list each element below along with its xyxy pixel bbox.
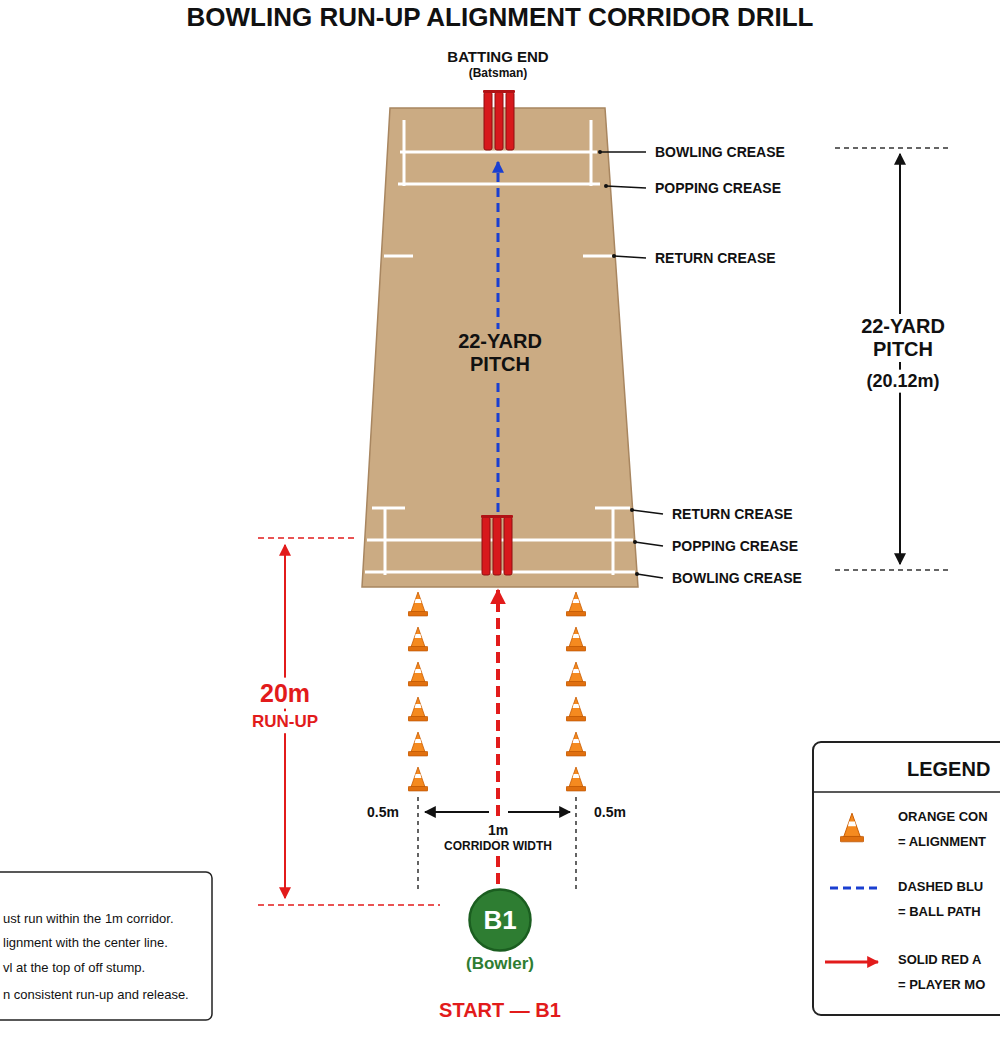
legend-title: LEGEND [907,758,990,781]
leader-dots [598,150,639,576]
legend-text: SOLID RED A = PLAYER MO [898,947,989,997]
crease-label: BOWLING CREASE [672,570,802,586]
leader-lines [600,152,663,578]
note-text: n consistent run-up and release. [3,988,189,1003]
notes-box [0,872,212,1020]
crease-label: RETURN CREASE [672,506,793,522]
crease-label: BOWLING CREASE [655,144,785,160]
alignment-cone [566,767,586,791]
legend-box [813,742,1000,1015]
note-text: vl at the top of off stump. [3,961,145,976]
start-label: START — B1 [439,999,561,1022]
stumps [483,90,515,150]
diagram-title: BOWLING RUN-UP ALIGNMENT CORRIDOR DRILL [187,3,814,33]
dimension-label: 0.5m [594,804,626,820]
end-label: (Batsman) [469,67,528,81]
stumps [481,515,513,575]
alignment-cone [408,697,428,721]
player-role: (Bowler) [466,954,534,974]
alignment-cone [408,662,428,686]
dimension-label: 22-YARD PITCH [839,314,967,362]
dimension-label: (20.12m) [862,370,943,393]
alignment-cone [408,732,428,756]
dimension-label: CORRIDOR WIDTH [440,839,556,855]
alignment-cone [408,627,428,651]
dimension-label: RUN-UP [248,711,322,733]
pitch-surface [362,108,638,587]
alignment-cone [566,662,586,686]
bowler-marker: B1(Bowler) [468,888,532,952]
legend-arrow [825,961,878,964]
note-text: ust run within the 1m corridor. [3,912,174,927]
dimension-label: 0.5m [367,804,399,820]
legend-cone [840,813,864,842]
dimension-label: 1m [484,821,512,839]
bowler-circle-shape [470,890,531,951]
pitch-label: 22-YARD PITCH [431,329,569,377]
alignment-cone [408,592,428,616]
crease-label: POPPING CREASE [655,180,781,196]
dimension-label: 20m [256,678,314,709]
alignment-cone [408,767,428,791]
legend-dashed-line [830,887,882,890]
legend-text: DASHED BLU = BALL PATH [898,874,989,924]
crease-label: POPPING CREASE [672,538,798,554]
alignment-cone [566,627,586,651]
alignment-cone [566,732,586,756]
note-text: lignment with the center line. [3,936,168,951]
crease-markings [365,120,635,575]
crease-label: RETURN CREASE [655,250,776,266]
end-label: BATTING END [447,48,548,65]
legend-text: ORANGE CON = ALIGNMENT [898,804,989,854]
player-id: B1 [483,905,516,936]
alignment-cone [566,592,586,616]
alignment-cone [566,697,586,721]
